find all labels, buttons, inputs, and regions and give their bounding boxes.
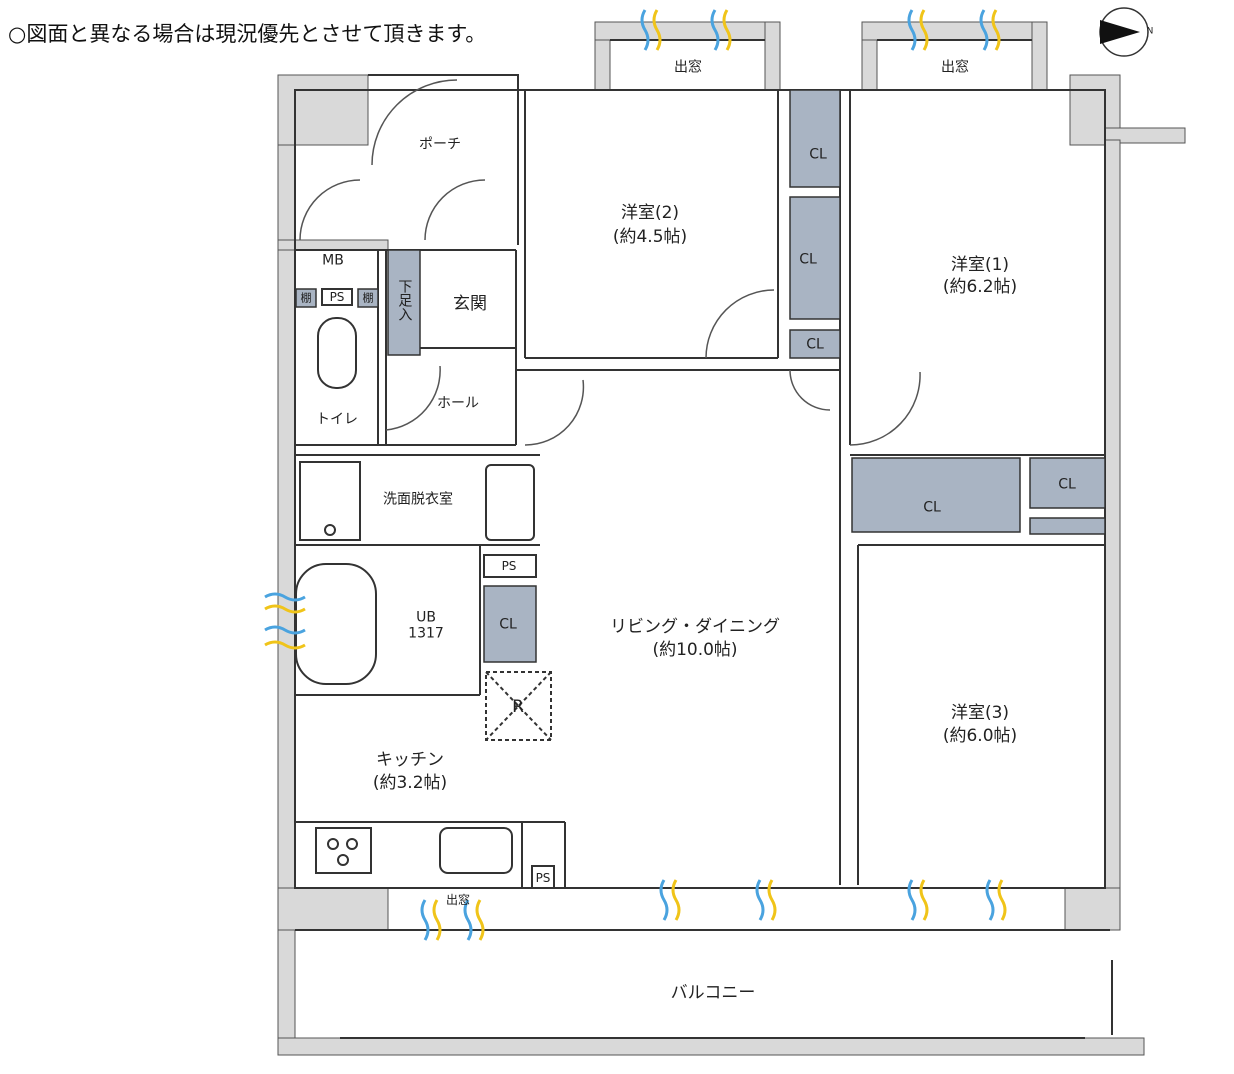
disclaimer-note: ○図面と異なる場合は現況優先とさせて頂きます。: [8, 22, 487, 46]
room-lines: [294, 39, 1113, 1039]
closet-label: CL: [923, 499, 941, 516]
unit-bath-label: UB: [416, 609, 436, 626]
refrigerator-label: R: [512, 696, 524, 717]
bay-window-label: 出窓: [445, 892, 471, 907]
shoe-storage-label: 下足入: [396, 279, 413, 321]
closet-label: CL: [1058, 476, 1076, 493]
closet-label: CL: [806, 336, 824, 353]
western-room-2-name: 洋室(2): [620, 202, 680, 223]
compass-label: N: [1146, 26, 1154, 37]
kitchen-size: (約3.2帖): [372, 772, 448, 793]
shelf-label: 棚: [362, 291, 374, 305]
shelf-label: 棚: [300, 291, 312, 305]
living-dining-size: (約10.0帖): [652, 639, 738, 660]
bay-window-label: 出窓: [941, 59, 969, 76]
entrance-label: 玄関: [453, 293, 487, 314]
closet-label: CL: [809, 146, 827, 163]
walls: [277, 21, 1186, 1056]
washroom-label: 洗面脱衣室: [383, 491, 453, 508]
hall-label: ホール: [437, 395, 479, 412]
porch-label: ポーチ: [419, 136, 461, 153]
western-room-1-size: (約6.2帖): [942, 276, 1018, 297]
pipe-space-label: PS: [329, 289, 345, 304]
pipe-space-label: PS: [535, 870, 551, 885]
western-room-1-name: 洋室(1): [950, 254, 1010, 275]
closet-label: CL: [499, 616, 517, 633]
living-dining-name: リビング・ダイニング: [610, 616, 780, 637]
door-swings: [299, 79, 921, 446]
balcony-label: バルコニー: [670, 982, 756, 1003]
western-room-3-size: (約6.0帖): [942, 725, 1018, 746]
closets: [295, 89, 1106, 663]
western-room-2-size: (約4.5帖): [612, 226, 688, 247]
western-room-3-name: 洋室(3): [950, 702, 1010, 723]
meter-box-label: MB: [322, 252, 344, 269]
toilet-label: トイレ: [316, 411, 358, 428]
ventilation-icons: [264, 9, 1007, 941]
unit-bath-size: 1317: [408, 625, 444, 642]
kitchen-name: キッチン: [376, 749, 444, 770]
pipe-space-label: PS: [501, 558, 517, 573]
north-arrow-icon: [1099, 7, 1149, 57]
closet-label: CL: [799, 251, 817, 268]
bay-window-label: 出窓: [674, 59, 702, 76]
